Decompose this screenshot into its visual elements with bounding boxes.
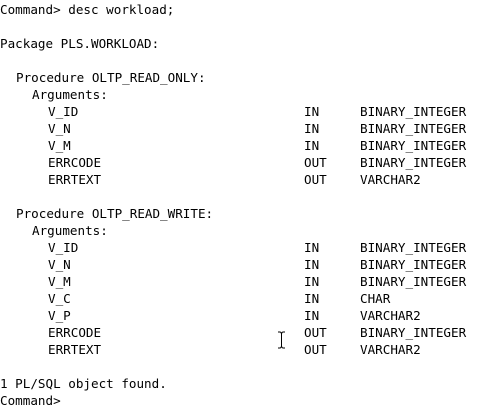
arguments-label: Arguments:: [32, 87, 108, 102]
argument-type: BINARY_INTEGER: [360, 104, 467, 119]
procedure-title: Procedure OLTP_READ_ONLY:: [16, 70, 206, 85]
argument-name: V_P: [48, 308, 71, 323]
argument-type: BINARY_INTEGER: [360, 155, 467, 170]
arguments-label: Arguments:: [32, 223, 108, 238]
argument-name: V_N: [48, 121, 71, 136]
argument-name: V_N: [48, 257, 71, 272]
argument-type: BINARY_INTEGER: [360, 138, 467, 153]
argument-name: V_ID: [48, 240, 79, 255]
argument-direction: OUT: [304, 155, 327, 170]
argument-type: BINARY_INTEGER: [360, 121, 467, 136]
argument-direction: OUT: [304, 342, 327, 357]
argument-type: BINARY_INTEGER: [360, 257, 467, 272]
argument-direction: IN: [304, 257, 320, 272]
argument-direction: IN: [304, 291, 320, 306]
package-header: Package PLS.WORKLOAD:: [0, 36, 160, 51]
procedure-title: Procedure OLTP_READ_WRITE:: [16, 206, 214, 221]
argument-type: BINARY_INTEGER: [360, 240, 467, 255]
argument-direction: IN: [304, 121, 320, 136]
argument-name: ERRCODE: [48, 325, 102, 340]
argument-direction: IN: [304, 274, 320, 289]
result-message: 1 PL/SQL object found.: [0, 376, 167, 391]
argument-name: V_M: [48, 138, 71, 153]
command-line: Command> desc workload;: [0, 2, 175, 17]
argument-type: VARCHAR2: [360, 342, 421, 357]
argument-direction: OUT: [304, 325, 327, 340]
argument-name: V_ID: [48, 104, 79, 119]
argument-direction: IN: [304, 240, 320, 255]
argument-name: ERRCODE: [48, 155, 102, 170]
argument-direction: OUT: [304, 172, 327, 187]
text-ibeam-cursor-icon: [278, 331, 285, 349]
argument-type: BINARY_INTEGER: [360, 274, 467, 289]
argument-name: V_C: [48, 291, 71, 306]
command-prompt[interactable]: Command>: [0, 393, 61, 408]
argument-direction: IN: [304, 138, 320, 153]
argument-name: ERRTEXT: [48, 342, 102, 357]
argument-direction: IN: [304, 104, 320, 119]
argument-direction: IN: [304, 308, 320, 323]
argument-type: BINARY_INTEGER: [360, 325, 467, 340]
argument-name: ERRTEXT: [48, 172, 102, 187]
argument-type: VARCHAR2: [360, 172, 421, 187]
argument-type: VARCHAR2: [360, 308, 421, 323]
argument-name: V_M: [48, 274, 71, 289]
argument-type: CHAR: [360, 291, 391, 306]
